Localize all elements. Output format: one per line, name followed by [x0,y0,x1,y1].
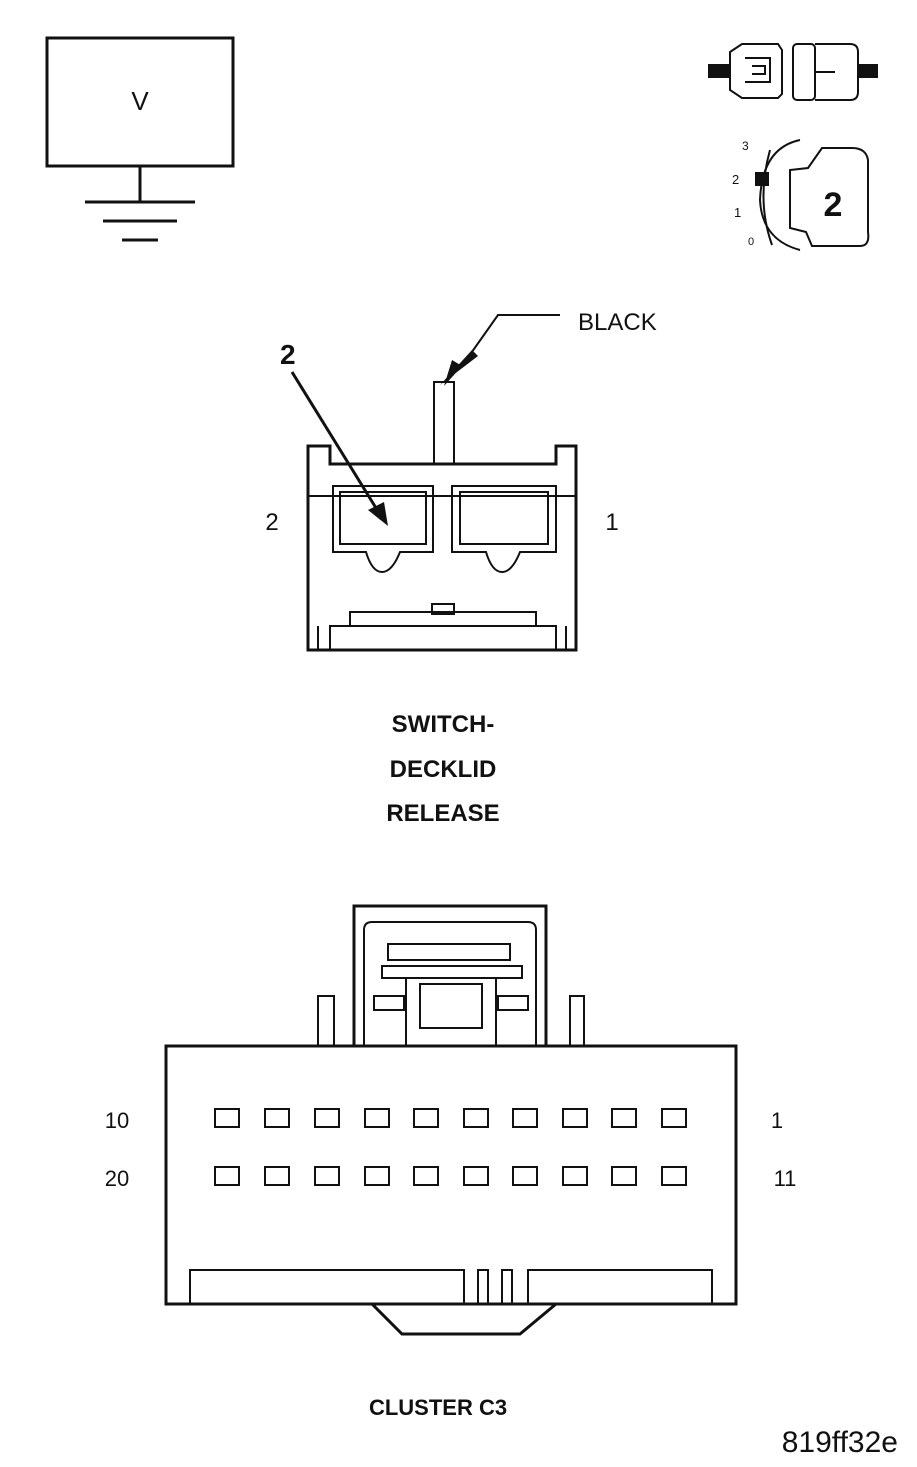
figure-id: 819ff32e [782,1426,898,1459]
pin-row-1 [214,1108,687,1128]
cluster-row2-left-label: 20 [105,1166,129,1191]
ground-icon [85,200,195,242]
cluster-row1-left-label: 10 [105,1108,129,1133]
voltmeter-symbol: V [45,36,235,242]
switch-pin-left-label: 2 [265,509,278,536]
switch-pin-right-label: 1 [605,509,618,536]
connector-disconnect-icon [708,43,878,101]
wire-color-label: BLACK [578,309,657,336]
switch-title-line-2: DECKLID [390,756,497,783]
switch-connector: BLACK 2 2 1 SWITCH- DECKLID RELEASE [265,309,656,827]
callout-number: 2 [280,339,296,370]
switch-title-line-1: SWITCH- [392,711,495,738]
ignition-position-2: 2 [732,172,739,187]
voltmeter-label: V [131,86,149,116]
ignition-position-1: 1 [734,205,741,220]
ignition-position-0: 0 [748,236,754,248]
switch-title-line-3: RELEASE [386,800,499,827]
cluster-row2-right-label: 11 [774,1166,797,1191]
ignition-key-icon: 3 2 1 0 2 [732,139,870,251]
cluster-title: CLUSTER C3 [369,1395,507,1420]
pin-row-2 [214,1166,687,1186]
cluster-row1-right-label: 1 [771,1108,783,1133]
cluster-connector: 10 1 20 11 CLUSTER C3 [105,904,797,1420]
ignition-position-3: 3 [742,139,749,153]
ignition-key-position: 2 [824,186,843,224]
